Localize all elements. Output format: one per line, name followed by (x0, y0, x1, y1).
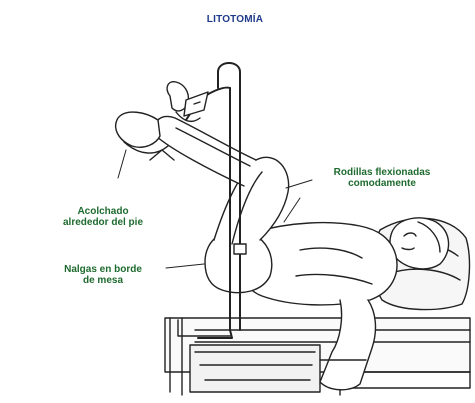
diagram-title: LITOTOMÍA (180, 14, 290, 25)
label-knees-flexed: Rodillas flexionadas comodamente (312, 167, 452, 189)
label-buttocks-edge: Nalgas en borde de mesa (48, 264, 158, 286)
callout-acolchado (118, 150, 126, 178)
label-foot-padding: Acolchado alrededor del pie (48, 206, 158, 228)
patient-head (390, 218, 449, 269)
callout-nalgas (166, 264, 204, 268)
operating-table (165, 318, 470, 395)
patient-feet (116, 112, 160, 147)
